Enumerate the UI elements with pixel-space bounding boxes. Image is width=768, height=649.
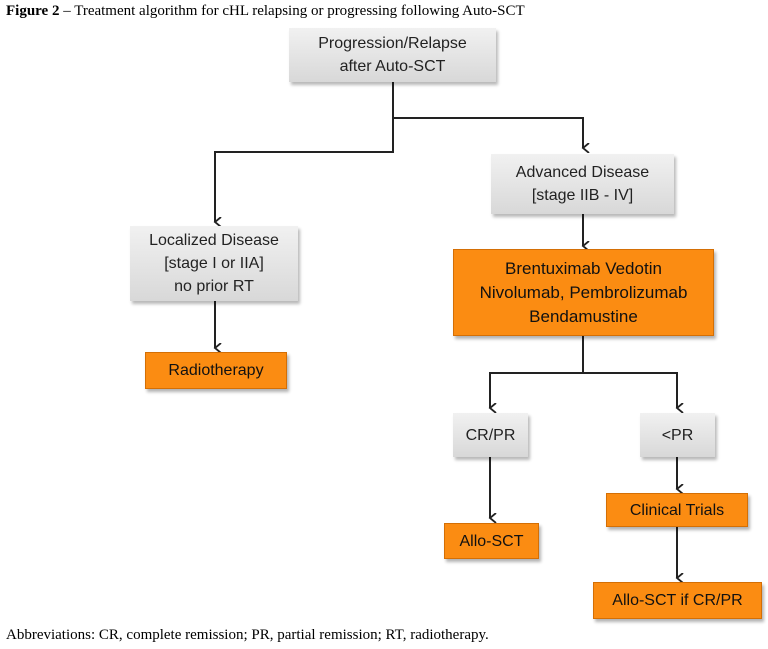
node-localized-disease: Localized Disease [stage I or IIA] no pr… xyxy=(130,226,298,301)
node-drugs-line-2: Nivolumab, Pembrolizumab xyxy=(479,282,688,302)
node-localized-line-3: no prior RT xyxy=(174,278,254,295)
node-advanced-disease: Advanced Disease [stage IIB - IV] xyxy=(491,154,674,214)
node-progression-relapse: Progression/Relapse after Auto-SCT xyxy=(289,28,496,82)
node-clinical-trials-label: Clinical Trials xyxy=(629,501,725,519)
node-advanced-line-1: Advanced Disease xyxy=(515,164,650,181)
node-progression-line-2: after Auto-SCT xyxy=(339,58,446,75)
node-ltpr-label: <PR xyxy=(661,426,694,444)
node-allo-sct-label: Allo-SCT xyxy=(459,532,524,550)
node-progression-line-1: Progression/Relapse xyxy=(318,35,467,52)
abbreviations-footnote: Abbreviations: CR, complete remission; P… xyxy=(6,627,489,643)
node-treatment-drugs: Brentuximab Vedotin Nivolumab, Pembroliz… xyxy=(453,249,714,336)
node-localized-line-1: Localized Disease xyxy=(149,232,279,249)
connector-drugs-crpr xyxy=(490,336,584,408)
node-advanced-line-2: [stage IIB - IV] xyxy=(531,187,634,204)
node-crpr-label: CR/PR xyxy=(465,426,516,444)
connector-progression-localized xyxy=(215,118,394,222)
connector-drugs-ltpr xyxy=(583,372,677,408)
node-drugs-line-3: Bendamustine xyxy=(529,306,638,326)
node-allo-sct-if-cr-pr: Allo-SCT if CR/PR xyxy=(593,582,762,619)
node-allo-sct: Allo-SCT xyxy=(444,523,539,559)
figure-caption-text: – Treatment algorithm for cHL relapsing … xyxy=(59,3,525,19)
node-radiotherapy-label: Radiotherapy xyxy=(168,362,264,379)
node-allo-sct-if-label: Allo-SCT if CR/PR xyxy=(612,592,743,609)
figure-label: Figure 2 xyxy=(6,3,60,19)
figure-caption: Figure 2 – Treatment algorithm for cHL r… xyxy=(6,3,525,20)
node-localized-line-2: [stage I or IIA] xyxy=(164,255,264,272)
node-clinical-trials: Clinical Trials xyxy=(606,493,748,527)
connector-progression-split xyxy=(392,82,583,148)
node-less-than-pr: <PR xyxy=(640,413,715,457)
node-drugs-line-1: Brentuximab Vedotin xyxy=(505,258,662,278)
node-cr-pr: CR/PR xyxy=(453,413,528,457)
node-radiotherapy: Radiotherapy xyxy=(145,352,287,389)
